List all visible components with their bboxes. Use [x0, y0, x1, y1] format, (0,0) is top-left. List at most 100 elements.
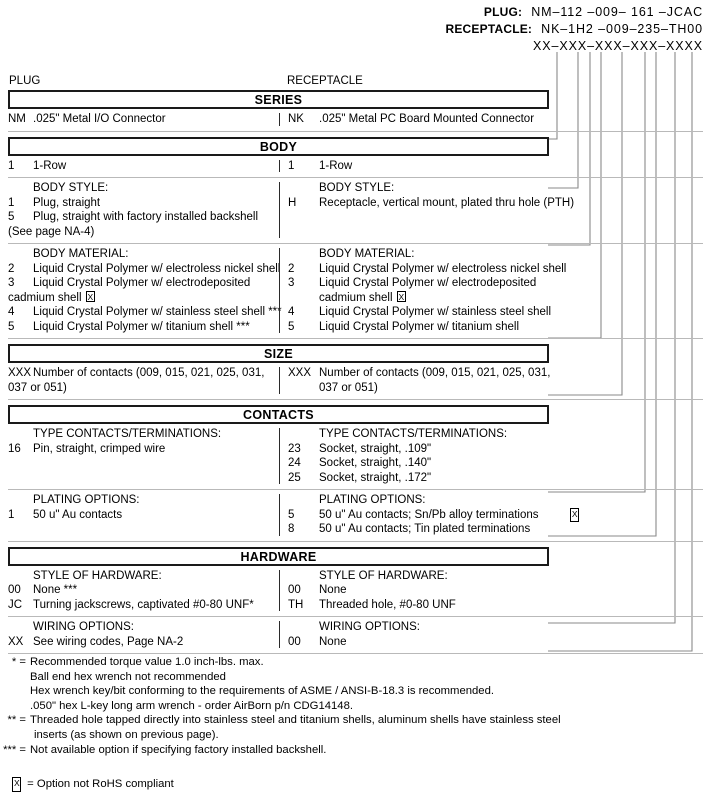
option-code: NM: [8, 113, 26, 125]
column-caption-plug: PLUG: [9, 75, 41, 87]
option-code: 23: [288, 442, 301, 455]
option-desc: None: [319, 584, 347, 596]
option-item: 2 Liquid Crystal Polymer w/ electroless …: [288, 262, 579, 277]
option-desc: .025" Metal PC Board Mounted Connector: [319, 113, 535, 125]
option-desc: 50 u" Au contacts; Tin plated terminatio…: [319, 523, 531, 535]
group-title: PLATING OPTIONS:: [319, 494, 426, 506]
option-code: JC: [8, 598, 23, 611]
option-desc: Threaded hole, #0-80 UNF: [319, 598, 456, 611]
option-code: 25: [288, 471, 301, 484]
body-style-receptacle-column: BODY STYLE: H Receptacle, vertical mount…: [279, 181, 579, 239]
section-header-hardware: HARDWARE: [8, 546, 549, 566]
option-desc: Receptacle, vertical mount, plated thru …: [319, 196, 575, 209]
section-body-style: BODY STYLE: 1 Plug, straight 5 Plug, str…: [8, 178, 703, 244]
option-desc: Liquid Crystal Polymer w/ electroless ni…: [33, 262, 281, 275]
footnote-text: Hex wrench key/bit conforming to the req…: [30, 685, 495, 698]
footnote-marker: ** =: [7, 714, 26, 727]
group-title: BODY STYLE:: [33, 182, 109, 194]
template-part-number-row: XX–XXX–XXX–XXX–XXXX: [0, 39, 703, 56]
option-code: 8: [288, 523, 295, 535]
option-desc: Socket, straight, .109": [319, 442, 432, 455]
option-desc: Plug, straight with factory installed ba…: [33, 211, 258, 223]
footnote-text: Ball end hex wrench not recommended: [30, 670, 226, 683]
option-desc: Liquid Crystal Polymer w/ electrodeposit…: [33, 277, 251, 289]
option-code: 1: [8, 196, 15, 209]
option-desc: Number of contacts (009, 015, 021, 025, …: [33, 367, 265, 379]
body-material-receptacle-column: BODY MATERIAL: 2 Liquid Crystal Polymer …: [279, 247, 579, 334]
option-item: 1 Plug, straight: [8, 196, 279, 211]
footnote-text: .050" hex L-key long arm wrench - order …: [30, 699, 353, 712]
plug-part-number: NM–112 –009– 161 –JCAC: [531, 5, 703, 19]
option-item: 3 Liquid Crystal Polymer w/ electrodepos…: [288, 276, 579, 291]
option-item: 00 None ***: [8, 583, 279, 598]
footnote-marker: *** =: [3, 743, 26, 756]
option-desc: Liquid Crystal Polymer w/ electrodeposit…: [319, 277, 537, 289]
rohs-marker-icon: X: [396, 290, 406, 302]
option-desc: .025" Metal I/O Connector: [33, 113, 166, 125]
option-item: 00 None: [288, 583, 579, 598]
option-item: 00 None: [288, 635, 579, 650]
option-code: 00: [8, 584, 21, 596]
option-code: 2: [288, 262, 295, 275]
footnote-item-line: Hex wrench key/bit conforming to the req…: [0, 684, 703, 699]
option-desc: Liquid Crystal Polymer w/ electroless ni…: [319, 262, 567, 275]
option-item: JC Turning jackscrews, captivated #0-80 …: [8, 598, 279, 613]
section-header-size: SIZE: [8, 344, 549, 363]
option-item: 5 50 u" Au contacts; Sn/Pb alloy termina…: [288, 507, 579, 522]
option-desc-cont-text: cadmium shell: [8, 291, 82, 304]
option-code: XXX: [8, 367, 32, 379]
section-series-row: NM .025" Metal I/O Connector NK .025" Me…: [8, 109, 703, 132]
option-item: 24 Socket, straight, .140": [288, 456, 579, 471]
option-desc: Liquid Crystal Polymer w/ stainless stee…: [319, 306, 552, 318]
group-title: TYPE CONTACTS/TERMINATIONS:: [33, 428, 222, 440]
group-title: BODY STYLE:: [319, 182, 395, 194]
option-code: 1: [288, 159, 295, 172]
option-code: 00: [288, 635, 301, 648]
option-item: 1 50 u" Au contacts: [8, 508, 279, 523]
receptacle-part-number: NK–1H2 –009–235–TH00: [541, 22, 703, 36]
footnote-marker-blank: [0, 684, 30, 699]
option-code: 4: [8, 306, 15, 318]
series-plug-column: NM .025" Metal I/O Connector: [8, 112, 279, 127]
option-code: 5: [288, 320, 295, 333]
rohs-legend: X = Option not RoHS compliant: [0, 777, 703, 792]
footnote-text: Recommended torque value 1.0 inch-lbs. m…: [30, 656, 264, 668]
section-body-material: BODY MATERIAL: 2 Liquid Crystal Polymer …: [8, 244, 703, 339]
group-title: WIRING OPTIONS:: [33, 621, 134, 633]
option-code: NK: [288, 113, 304, 125]
wiring-plug-column: WIRING OPTIONS: XX See wiring codes, Pag…: [8, 620, 279, 649]
section-body-row: 1 1-Row 1 1-Row: [8, 156, 703, 178]
group-title: STYLE OF HARDWARE:: [33, 569, 162, 582]
plating-plug-column: PLATING OPTIONS: 1 50 u" Au contacts: [8, 493, 279, 537]
wiring-receptacle-column: WIRING OPTIONS: 00 None: [279, 620, 579, 649]
option-code: 3: [288, 277, 295, 289]
option-code: 1: [8, 159, 15, 172]
option-item: 23 Socket, straight, .109": [288, 442, 579, 457]
option-desc: See wiring codes, Page NA-2: [33, 635, 184, 648]
footnote-item: *** = Not available option if specifying…: [0, 743, 703, 758]
contacts-type-receptacle-column: TYPE CONTACTS/TERMINATIONS: 23 Socket, s…: [279, 427, 579, 485]
series-receptacle-column: NK .025" Metal PC Board Mounted Connecto…: [279, 112, 579, 127]
option-item: TH Threaded hole, #0-80 UNF: [288, 598, 579, 613]
option-code: 24: [288, 457, 301, 469]
option-desc: Plug, straight: [33, 196, 101, 209]
section-contacts-plating: PLATING OPTIONS: 1 50 u" Au contacts PLA…: [8, 490, 703, 542]
option-code: 5: [8, 211, 15, 223]
section-header-body: BODY: [8, 136, 549, 156]
option-desc: 1-Row: [319, 159, 353, 172]
hardware-style-plug-column: STYLE OF HARDWARE: 00 None *** JC Turnin…: [8, 569, 279, 613]
plating-receptacle-column: PLATING OPTIONS: 5 50 u" Au contacts; Sn…: [279, 493, 579, 537]
option-desc-continued: (See page NA-4): [8, 225, 95, 238]
part-number-configurator-chart: SERIES NM .025" Metal I/O Connector NK .…: [0, 90, 703, 654]
template-part-number: XX–XXX–XXX–XXX–XXXX: [533, 39, 703, 53]
part-number-header: PLUG: NM–112 –009– 161 –JCAC RECEPTACLE:…: [0, 5, 703, 56]
option-desc-continued: 037 or 051): [8, 381, 67, 394]
option-code: H: [288, 196, 297, 209]
receptacle-part-number-row: RECEPTACLE: NK–1H2 –009–235–TH00: [0, 22, 703, 39]
body-row-plug-column: 1 1-Row: [8, 159, 279, 174]
option-desc: None: [319, 635, 347, 648]
group-title: BODY MATERIAL:: [319, 248, 415, 260]
option-item: 5 Plug, straight with factory installed …: [8, 210, 279, 225]
group-title: TYPE CONTACTS/TERMINATIONS:: [319, 428, 508, 440]
